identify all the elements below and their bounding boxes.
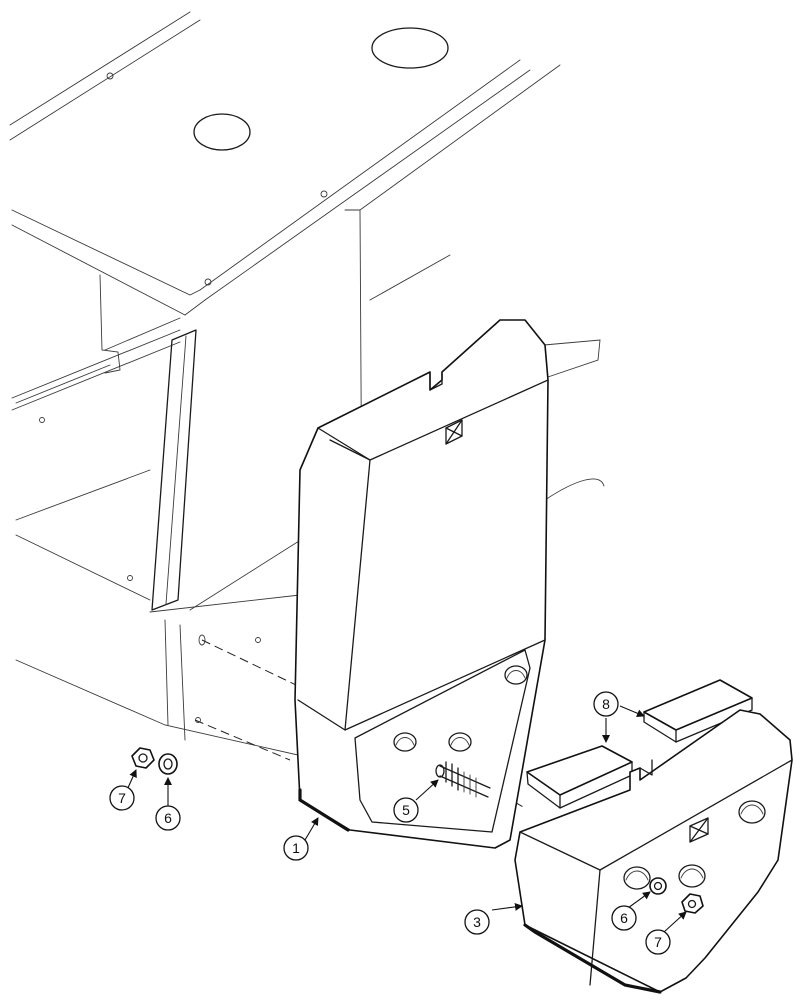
deck-hole <box>371 27 449 69</box>
mount-hole <box>678 864 706 888</box>
washer <box>158 753 178 775</box>
machine-chassis <box>9 11 605 761</box>
logo-mark <box>445 419 463 445</box>
callout-7-left: 7 <box>109 785 135 811</box>
callout-6-label: 6 <box>164 810 172 826</box>
callout-6-label: 6 <box>620 910 628 926</box>
callout-leader <box>415 779 439 801</box>
pad-strip <box>643 679 753 743</box>
callout-leader <box>663 911 687 933</box>
hex-nut <box>131 747 155 769</box>
callout-leader <box>619 705 645 717</box>
mount-hole <box>623 866 651 890</box>
callout-3: 3 <box>464 909 490 935</box>
callout-7-label: 7 <box>118 790 126 806</box>
callout-leader <box>491 902 523 911</box>
hex-nut <box>681 893 704 914</box>
stud-bolt <box>435 761 491 798</box>
callout-7-right: 7 <box>645 929 671 955</box>
mount-hole <box>504 665 528 685</box>
callout-leader <box>126 769 137 791</box>
logo-mark <box>689 817 709 843</box>
mount-hole <box>738 800 766 824</box>
frame-post <box>151 329 197 611</box>
alignment-line <box>194 719 291 761</box>
washer <box>649 877 667 895</box>
counterweight-main <box>294 319 549 849</box>
callout-1-label: 1 <box>292 840 300 856</box>
callout-8: 8 <box>593 691 619 717</box>
callout-8-label: 8 <box>602 696 610 712</box>
callout-5: 5 <box>393 797 419 823</box>
callout-3-label: 3 <box>473 914 481 930</box>
callout-7-label: 7 <box>654 934 662 950</box>
callout-6-right: 6 <box>611 905 637 931</box>
mount-hole <box>393 732 417 752</box>
callout-1: 1 <box>283 835 309 861</box>
counterweight-auxiliary <box>514 709 793 994</box>
callout-leader <box>627 891 651 909</box>
callout-leader <box>304 817 319 841</box>
mount-hole <box>448 732 472 752</box>
deck-hole <box>193 113 251 151</box>
callout-6-left: 6 <box>155 805 181 831</box>
callout-5-label: 5 <box>402 802 410 818</box>
